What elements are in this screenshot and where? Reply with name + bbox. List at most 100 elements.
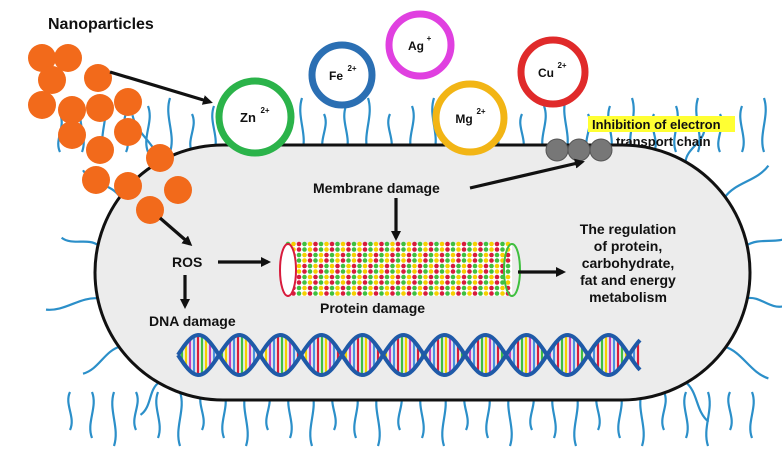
protein-bead [313, 241, 318, 247]
protein-bead [428, 274, 434, 280]
protein-bead [500, 252, 505, 258]
protein-bead [412, 285, 417, 291]
protein-bead [335, 274, 340, 280]
protein-bead [335, 269, 340, 274]
protein-bead [423, 241, 428, 247]
protein-bead [373, 247, 379, 252]
protein-bead [401, 291, 406, 296]
protein-bead [357, 280, 362, 285]
protein-bead [302, 241, 307, 247]
flagellum [723, 164, 770, 199]
protein-bead [417, 291, 423, 296]
protein-bead [368, 269, 373, 274]
protein-bead [423, 280, 428, 285]
protein-bead [384, 252, 390, 258]
protein-bead [434, 285, 439, 291]
protein-bead [456, 285, 461, 291]
protein-bead [362, 274, 368, 280]
protein-bead [373, 291, 379, 296]
protein-bead [362, 263, 368, 269]
ion-ag: Ag + [385, 10, 455, 80]
protein-bead [296, 263, 302, 269]
protein-bead [368, 252, 373, 258]
nanoparticle [114, 118, 142, 146]
nanoparticle [38, 66, 66, 94]
protein-bead [302, 252, 307, 258]
ros-label: ROS [172, 254, 202, 270]
protein-bead [450, 280, 456, 285]
protein-bead [362, 280, 368, 285]
protein-bead [307, 269, 313, 274]
protein-bead [494, 291, 500, 296]
protein-bead [307, 280, 313, 285]
protein-bead [406, 285, 412, 291]
protein-bead [329, 274, 335, 280]
protein-bead [423, 263, 428, 269]
protein-bead [351, 269, 357, 274]
protein-bead [412, 269, 417, 274]
protein-bead [489, 285, 494, 291]
protein-bead [390, 285, 395, 291]
protein-bead [401, 241, 406, 247]
flagellum [683, 391, 689, 439]
protein-bead [467, 285, 472, 291]
protein-bead [329, 291, 335, 296]
protein-bead [505, 263, 511, 269]
protein-bead [351, 274, 357, 280]
protein-bead [401, 252, 406, 258]
protein-bead [362, 241, 368, 247]
protein-bead [500, 291, 505, 296]
protein-bead [434, 263, 439, 269]
protein-bead [351, 263, 357, 269]
protein-bead [478, 252, 483, 258]
protein-bead [362, 269, 368, 274]
protein-bead [494, 258, 500, 263]
protein-bead [417, 285, 423, 291]
flagellum [684, 381, 710, 423]
protein-bead [384, 263, 390, 269]
flagellum [684, 128, 706, 163]
protein-bead [445, 241, 450, 247]
protein-bead [384, 241, 390, 247]
protein-bead [296, 258, 302, 263]
protein-bead [346, 258, 351, 263]
protein-bead [395, 269, 401, 274]
protein-bead [428, 241, 434, 247]
protein-bead [445, 285, 450, 291]
protein-bead [467, 263, 472, 269]
protein-bead [307, 252, 313, 258]
protein-bead [373, 252, 379, 258]
protein-bead [351, 258, 357, 263]
protein-bead [302, 285, 307, 291]
protein-bead [439, 280, 445, 285]
protein-bead [456, 247, 461, 252]
protein-bead [340, 263, 346, 269]
flagellum [167, 97, 173, 153]
nanoparticle [86, 94, 114, 122]
protein-bead [318, 269, 324, 274]
protein-bead [390, 252, 395, 258]
protein-bead [335, 280, 340, 285]
protein-bead [379, 269, 384, 274]
protein-bead [390, 291, 395, 296]
protein-bead [494, 263, 500, 269]
nanoparticle [82, 166, 110, 194]
protein-bead [368, 280, 373, 285]
protein-bead [362, 258, 368, 263]
protein-bead [489, 247, 494, 252]
protein-bead [346, 291, 351, 296]
protein-bead [395, 252, 401, 258]
protein-bead [461, 258, 467, 263]
flagellum [60, 236, 100, 247]
protein-bead [307, 247, 313, 252]
protein-bead [445, 252, 450, 258]
protein-bead [500, 247, 505, 252]
protein-bead [335, 241, 340, 247]
protein-bead [434, 274, 439, 280]
protein-bead [489, 252, 494, 258]
protein-damage-label: Protein damage [320, 300, 425, 316]
ion-cu: Cu 2+ [517, 36, 589, 108]
protein-bead [318, 280, 324, 285]
protein-bead [412, 263, 417, 269]
protein-bead [461, 263, 467, 269]
